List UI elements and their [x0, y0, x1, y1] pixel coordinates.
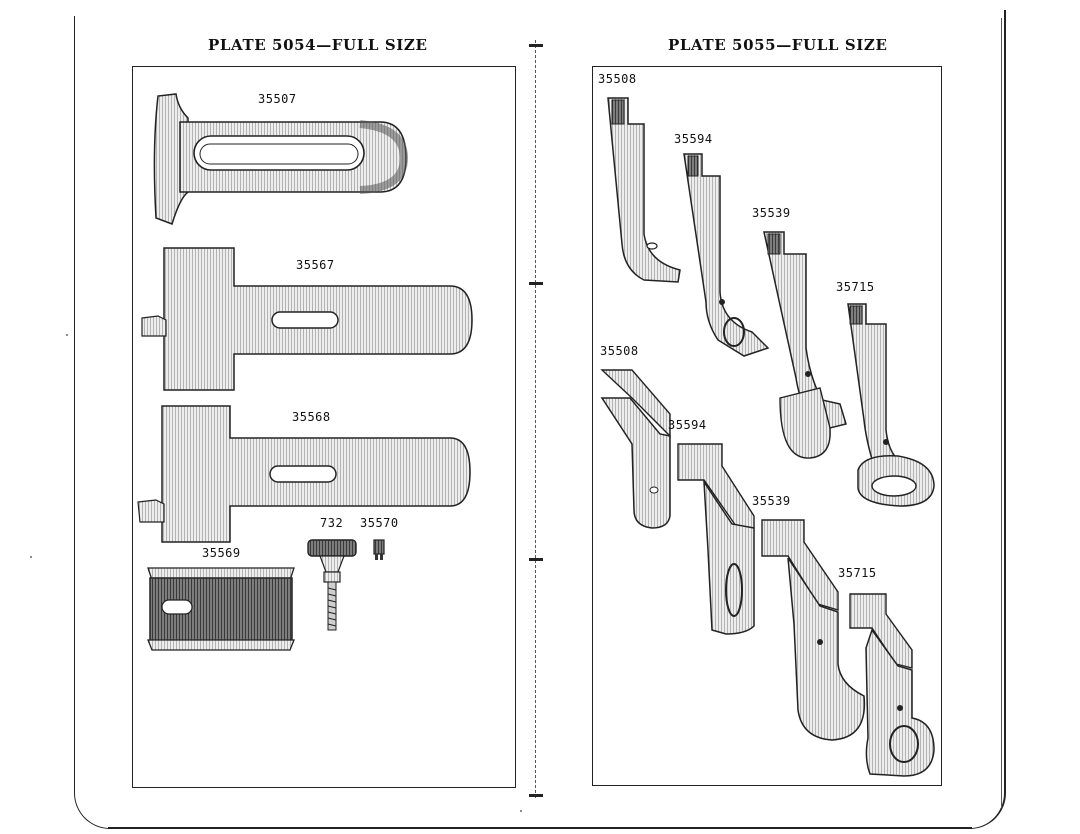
part-35507-illustration: [153, 93, 409, 225]
part-35715-foot-angled-illustration: [849, 593, 935, 777]
scan-speck: [520, 810, 522, 812]
gutter-stitch-mark: [529, 282, 543, 285]
part-number-label: 35570: [360, 516, 399, 530]
part-number-label: 35568: [292, 410, 331, 424]
part-35594-foot-angled-illustration: [677, 443, 755, 635]
part-35508-foot-illustration: [607, 97, 681, 283]
part-number-label: 35569: [202, 546, 241, 560]
part-number-label: 35507: [258, 92, 297, 106]
part-732-thumb-screw-illustration: [307, 539, 357, 631]
part-number-label: 35539: [752, 494, 791, 508]
part-number-label: 35715: [836, 280, 875, 294]
part-number-label: 35594: [668, 418, 707, 432]
part-35539-foot-illustration: [763, 231, 847, 459]
gutter-stitch-mark: [529, 794, 543, 797]
part-number-label: 35594: [674, 132, 713, 146]
part-number-label: 35508: [598, 72, 637, 86]
book-gutter: [535, 40, 538, 798]
part-number-label: 732: [320, 516, 344, 530]
part-35570-nut-illustration: [373, 539, 385, 560]
gutter-stitch-mark: [529, 558, 543, 561]
part-35539-foot-angled-illustration: [761, 519, 866, 741]
plate-5055-title: PLATE 5055—FULL SIZE: [668, 36, 888, 54]
part-number-label: 35508: [600, 344, 639, 358]
part-number-label: 35567: [296, 258, 335, 272]
part-35569-illustration: [147, 567, 295, 651]
plate-5054-title: PLATE 5054—FULL SIZE: [208, 36, 428, 54]
book-page-edge-right-inner: [995, 18, 1002, 808]
part-35568-illustration: [137, 405, 471, 543]
part-35715-foot-illustration: [847, 303, 935, 507]
part-number-label: 35715: [838, 566, 877, 580]
scan-speck: [30, 556, 32, 558]
part-35508-foot-angled-illustration: [600, 369, 671, 529]
part-35567-illustration: [141, 247, 473, 391]
scan-speck: [66, 334, 68, 336]
book-page-edge-left: [74, 16, 115, 829]
gutter-stitch-mark: [529, 44, 543, 47]
page-bottom-edge: [108, 827, 972, 829]
part-number-label: 35539: [752, 206, 791, 220]
part-35594-foot-illustration: [683, 153, 770, 357]
